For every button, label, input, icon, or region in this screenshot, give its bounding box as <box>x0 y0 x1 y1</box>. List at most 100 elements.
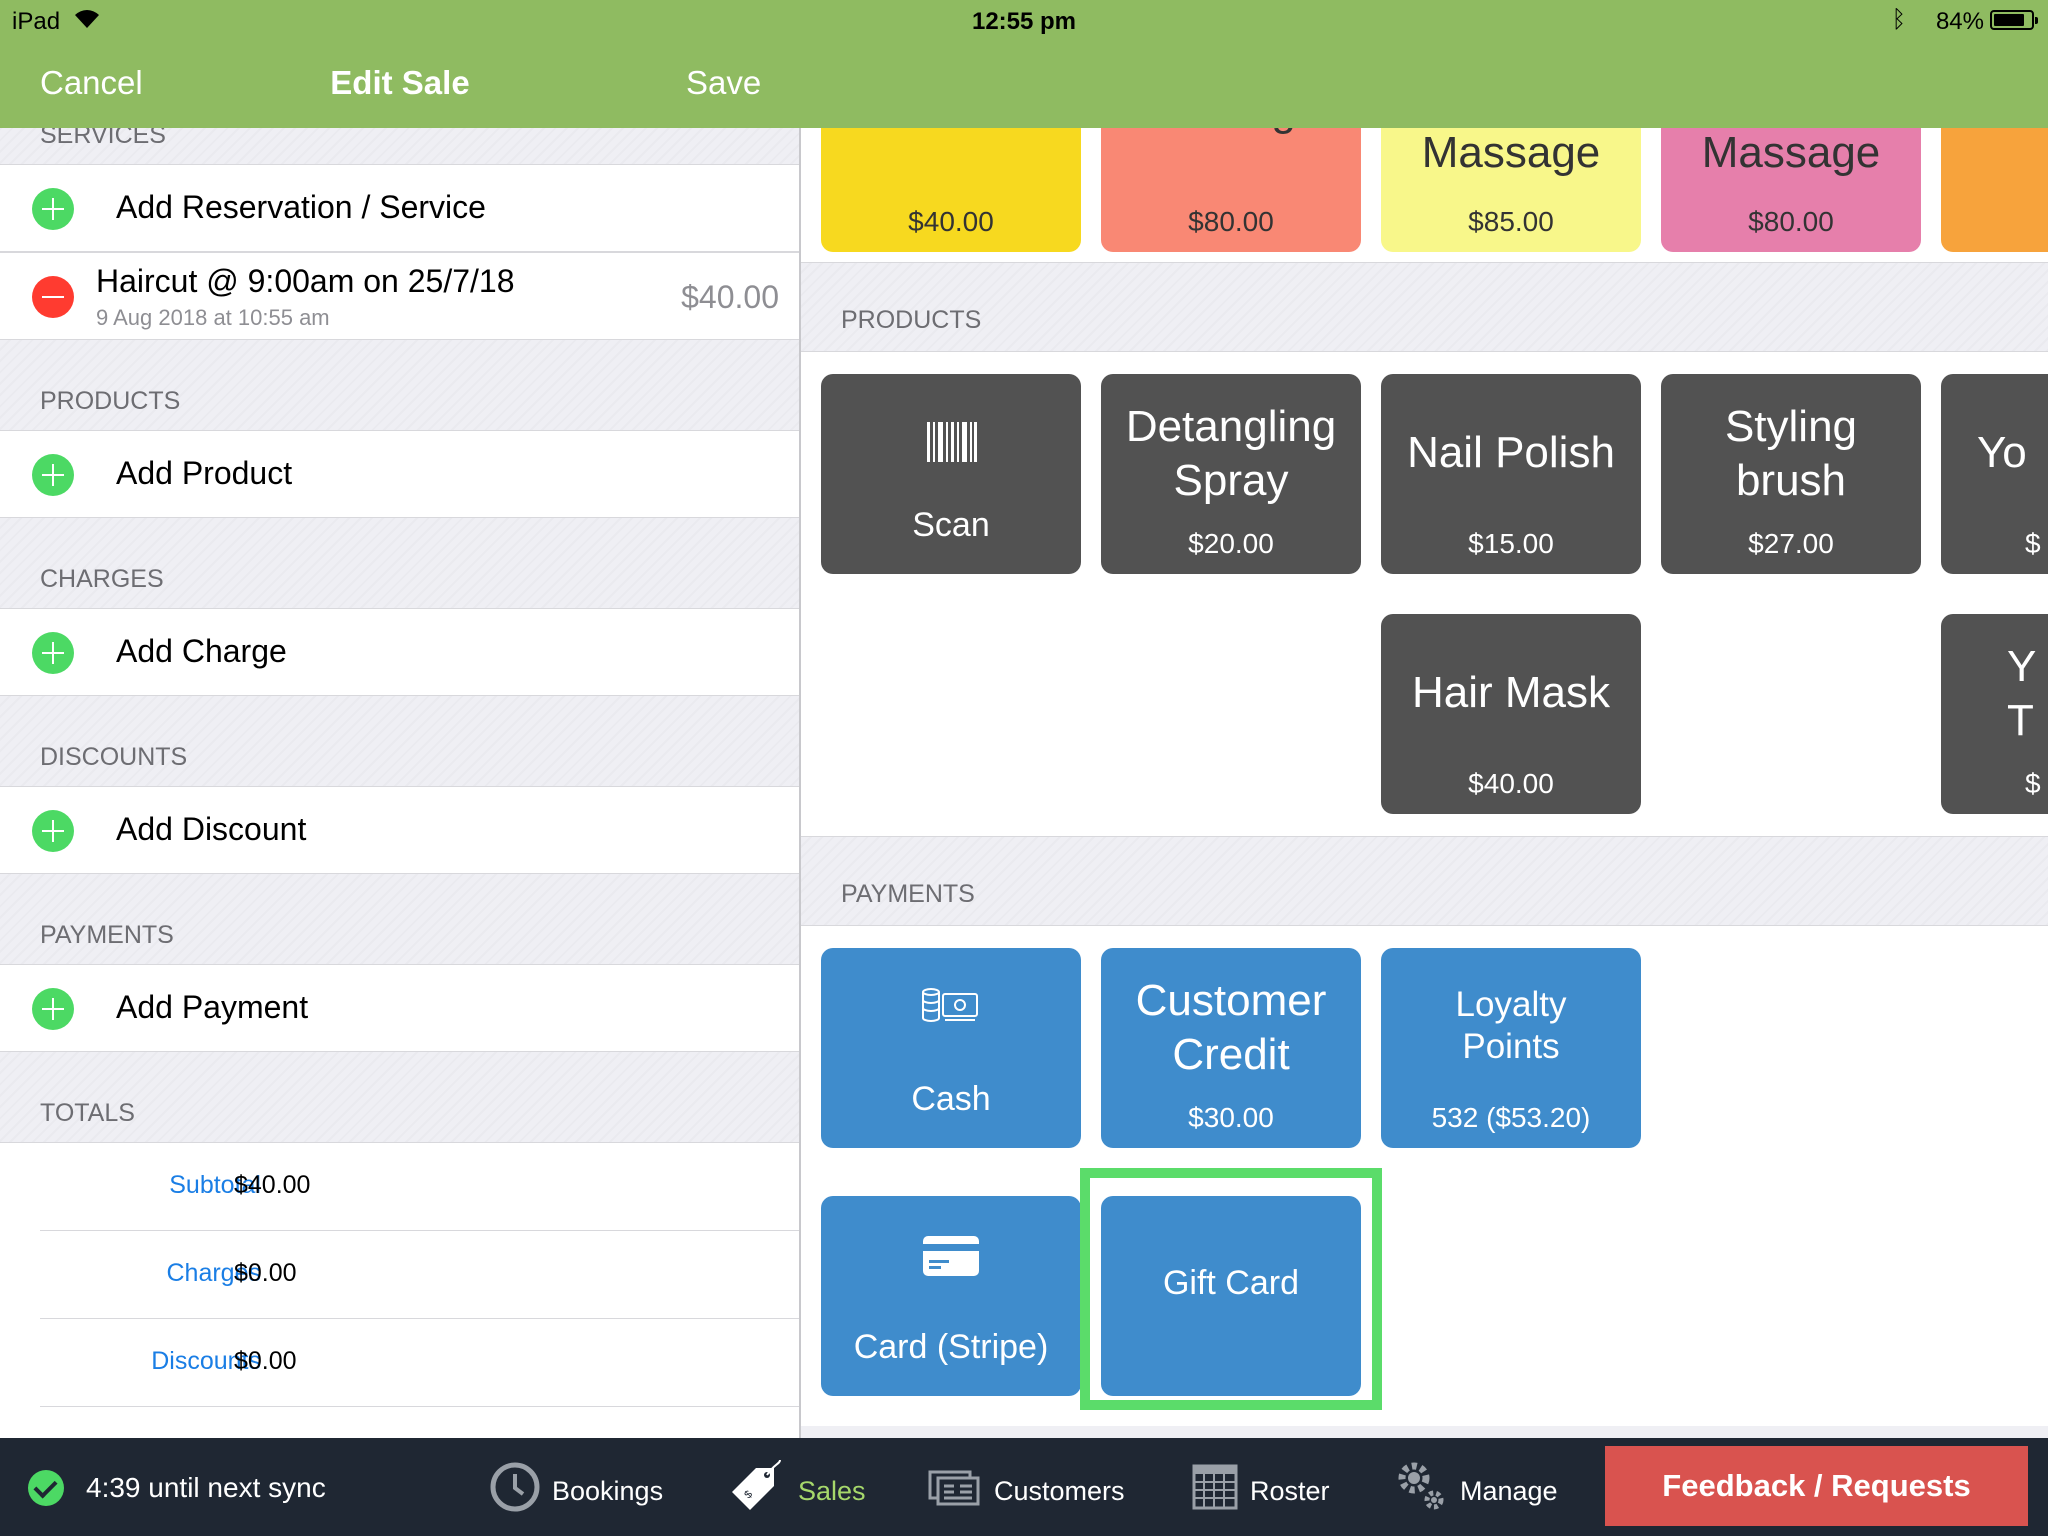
totals-header: TOTALS <box>0 1052 799 1142</box>
payment-name: Gift Card <box>1162 1264 1300 1302</box>
service-item-date: 9 Aug 2018 at 10:55 am <box>96 305 330 330</box>
tab-bookings[interactable]: Bookings <box>488 1454 668 1524</box>
service-item-amount: $40.00 <box>681 279 779 315</box>
status-bar: iPad 12:55 pm ᛒ 84% <box>0 0 2048 40</box>
service-tile-price: $80.00 <box>1188 206 1274 237</box>
gears-icon <box>1398 1462 1444 1510</box>
service-tile-price: $80.00 <box>1748 206 1834 237</box>
price-tag-icon: $ <box>732 1459 781 1510</box>
products-header: PRODUCTS <box>0 340 799 430</box>
total-value: $0.00 <box>234 1347 297 1375</box>
add-icon[interactable] <box>32 632 74 674</box>
cash-payment-button[interactable]: Cash <box>821 948 1081 1148</box>
feedback-requests-button[interactable]: Feedback / Requests <box>1605 1446 2028 1526</box>
totals-list: Subtotal $40.00 Charges $0.00 Discounts … <box>0 1142 799 1438</box>
clock-icon <box>490 1462 540 1512</box>
add-discount-label: Add Discount <box>116 811 307 847</box>
services-band: Haircut $40.00 Massage $80.00 Massage $8… <box>801 128 2048 262</box>
customer-cards-icon <box>928 1470 980 1506</box>
catalog-panel[interactable]: Haircut $40.00 Massage $80.00 Massage $8… <box>801 128 2048 1438</box>
total-charges: Charges $0.00 <box>40 1231 799 1319</box>
wifi-icon <box>75 10 99 29</box>
product-tile[interactable]: Nail Polish $15.00 <box>1381 374 1641 574</box>
add-discount-row[interactable]: Add Discount <box>0 786 799 874</box>
battery-icon <box>1990 10 2038 30</box>
add-icon[interactable] <box>32 810 74 852</box>
product-tile[interactable]: Hair Mask $40.00 <box>1381 614 1641 814</box>
payment-name: Customer Credit <box>1135 976 1327 1079</box>
product-tile[interactable]: Yo $ <box>1941 374 2048 574</box>
payment-name: Loyalty Points <box>1455 985 1567 1066</box>
add-icon[interactable] <box>32 188 74 230</box>
product-tile[interactable]: Detangling Spray $20.00 <box>1101 374 1361 574</box>
payment-name: Card (Stripe) <box>853 1328 1049 1366</box>
sync-status: 4:39 until next sync <box>86 1472 326 1503</box>
customer-credit-button[interactable]: Customer Credit $30.00 <box>1101 948 1361 1148</box>
payment-detail: $30.00 <box>1188 1102 1274 1133</box>
tab-manage[interactable]: Manage <box>1394 1454 1564 1524</box>
bluetooth-icon: ᛒ <box>1891 6 1906 33</box>
add-icon[interactable] <box>32 988 74 1030</box>
remove-icon[interactable] <box>32 276 74 318</box>
tab-customers[interactable]: Customers <box>928 1454 1128 1524</box>
device-name: iPad <box>12 8 61 35</box>
product-tile[interactable]: Styling brush $27.00 <box>1661 374 1921 574</box>
cancel-button[interactable]: Cancel <box>40 64 143 101</box>
service-tile-name: Massage <box>1101 128 1361 136</box>
battery-percent: 84% <box>1935 8 1984 35</box>
credit-card-icon <box>923 1236 979 1276</box>
service-tile-price: $40.00 <box>908 206 994 237</box>
service-tile[interactable]: Massage $80.00 <box>1101 128 1361 252</box>
page-title: Edit Sale <box>330 64 470 101</box>
service-tile[interactable]: Massage $80.00 <box>1661 128 1921 252</box>
gift-card-button[interactable]: Gift Card <box>1101 1196 1361 1396</box>
service-line-item[interactable]: Haircut @ 9:00am on 25/7/18 9 Aug 2018 a… <box>0 252 799 340</box>
cash-icon <box>922 988 978 1022</box>
save-button[interactable]: Save <box>686 64 762 101</box>
total-value: $40.00 <box>234 1171 311 1199</box>
product-tile[interactable]: Y T $ <box>1941 614 2048 814</box>
payments-header: PAYMENTS <box>801 836 2048 926</box>
total-label: Charges <box>166 1259 262 1287</box>
total-value: $0.00 <box>234 1259 297 1287</box>
service-tile[interactable]: Massage $85.00 <box>1381 128 1641 252</box>
panel-divider <box>799 128 801 1438</box>
scan-button[interactable]: Scan <box>821 374 1081 574</box>
card-stripe-button[interactable]: Card (Stripe) <box>821 1196 1081 1396</box>
service-tile-name: Haircut <box>821 128 1081 136</box>
charges-header: CHARGES <box>0 518 799 608</box>
product-price: $20.00 <box>1188 528 1274 559</box>
calendar-icon <box>1192 1464 1238 1510</box>
service-tile[interactable]: Haircut $40.00 <box>821 128 1081 252</box>
product-price: $ <box>2025 768 2041 799</box>
product-price: $40.00 <box>1468 768 1554 799</box>
payment-name: Cash <box>911 1080 991 1118</box>
payments-band: Cash Customer Credit $30.00 Loyalty Poin… <box>801 926 2048 1426</box>
top-bar: iPad 12:55 pm ᛒ 84% Cancel Edit Sale Sav… <box>0 0 2048 128</box>
product-name: Y T <box>2007 642 2037 745</box>
service-tile-name: Massage <box>1421 128 1601 177</box>
product-name: Yo <box>1977 428 2027 477</box>
add-service-label: Add Reservation / Service <box>116 189 486 225</box>
total-label: Discounts <box>151 1347 261 1375</box>
loyalty-points-button[interactable]: Loyalty Points 532 ($53.20) <box>1381 948 1641 1148</box>
payment-detail: 532 ($53.20) <box>1431 1102 1591 1133</box>
add-product-row[interactable]: Add Product <box>0 430 799 518</box>
add-service-row[interactable]: Add Reservation / Service <box>0 164 799 252</box>
tab-sales[interactable]: $ Sales <box>728 1454 868 1524</box>
add-charge-row[interactable]: Add Charge <box>0 608 799 696</box>
service-tile-name: Massage <box>1701 128 1881 177</box>
sale-details-panel[interactable]: SERVICES Add Reservation / Service Hairc… <box>0 128 799 1438</box>
products-band: Scan Detangling Spray $20.00 Nail Polish… <box>801 352 2048 836</box>
add-payment-row[interactable]: Add Payment <box>0 964 799 1052</box>
tab-roster[interactable]: Roster <box>1190 1454 1340 1524</box>
service-tile[interactable] <box>1941 128 2048 252</box>
service-tile-price: $85.00 <box>1468 206 1554 237</box>
add-icon[interactable] <box>32 454 74 496</box>
discounts-header: DISCOUNTS <box>0 696 799 786</box>
total-label: Subtotal <box>169 1171 261 1199</box>
product-price: $15.00 <box>1468 528 1554 559</box>
sync-check-icon <box>28 1470 64 1506</box>
product-name: Nail Polish <box>1407 428 1615 477</box>
product-name: Styling brush <box>1724 402 1858 505</box>
